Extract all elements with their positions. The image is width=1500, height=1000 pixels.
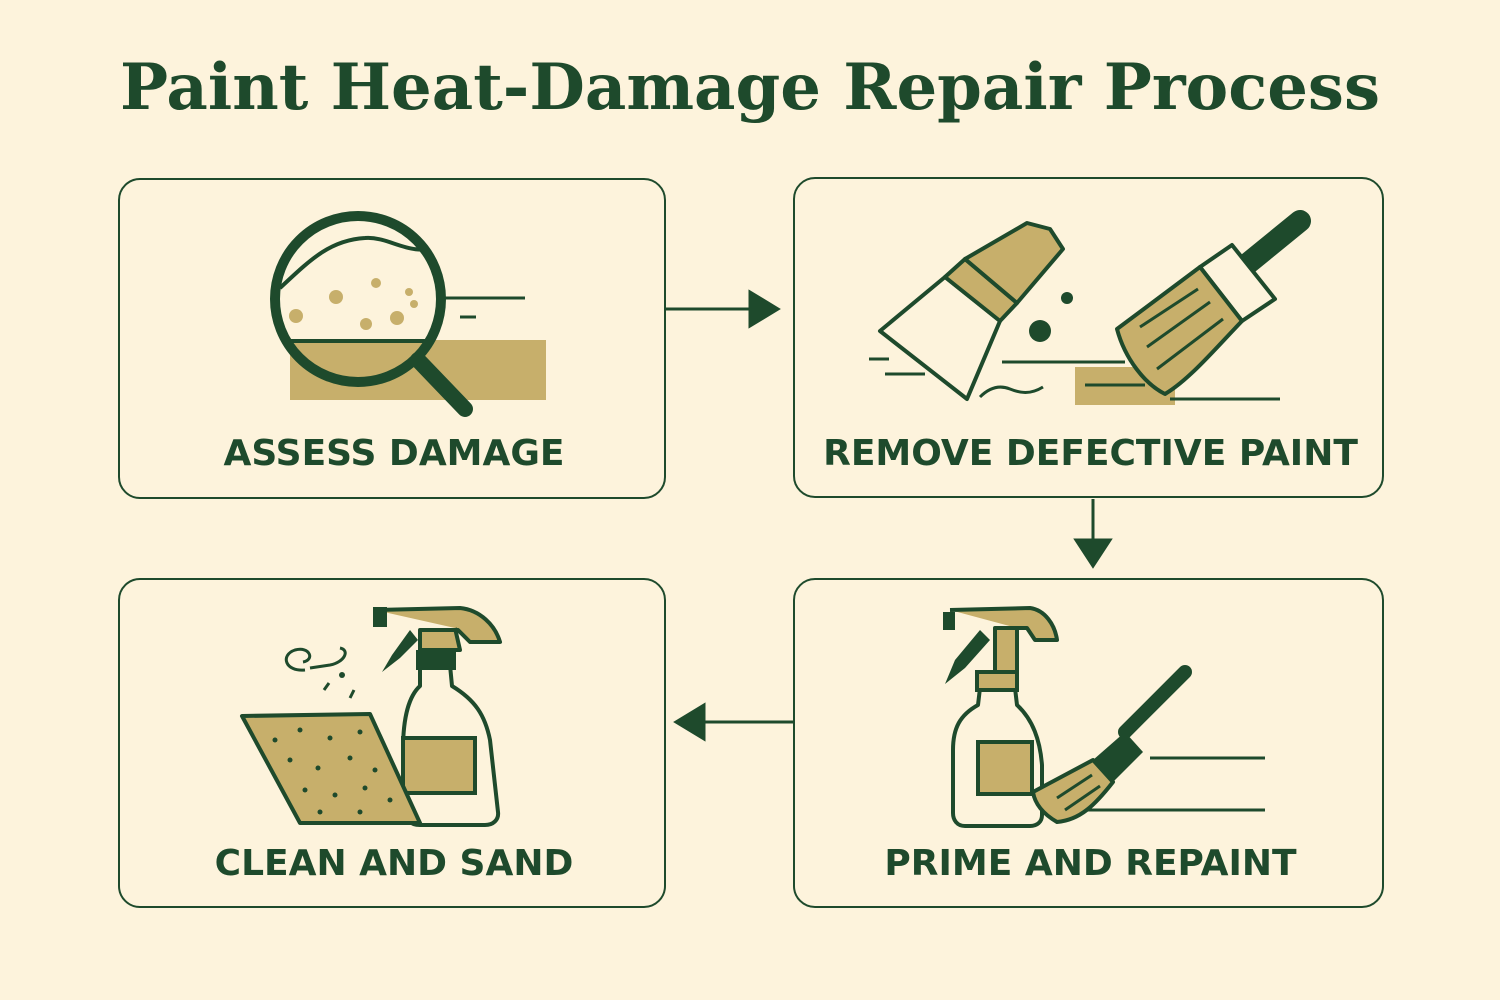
paintbrush-icon — [1115, 210, 1311, 396]
magnifier-damage-icon — [270, 211, 546, 417]
paintbrush-icon — [1031, 665, 1192, 824]
spray-brush-icon — [943, 606, 1265, 828]
spray-bottle-icon — [373, 606, 502, 827]
step-label: REMOVE DEFECTIVE PAINT — [823, 433, 1358, 474]
sandpaper-icon — [240, 712, 422, 825]
diagram-title: Paint Heat-Damage Repair Process — [120, 50, 1380, 125]
scraper-brush-icon — [869, 210, 1311, 405]
sandpaper-spray-icon — [240, 606, 502, 827]
step-card-clean-and-sand: CLEAN AND SAND — [118, 578, 666, 908]
step-label: ASSESS DAMAGE — [223, 433, 565, 474]
step-card-remove-defective-paint: REMOVE DEFECTIVE PAINT — [793, 177, 1384, 498]
step-card-prime-and-repaint: PRIME AND REPAINT — [793, 578, 1384, 908]
arrow-assess-to-remove — [666, 289, 781, 329]
arrow-remove-to-prime — [1073, 499, 1113, 569]
step-card-assess-damage: ASSESS DAMAGE — [118, 178, 666, 499]
arrow-prime-to-clean — [673, 702, 793, 742]
spray-bottle-icon — [943, 606, 1059, 828]
step-label: PRIME AND REPAINT — [884, 843, 1297, 884]
step-label: CLEAN AND SAND — [214, 843, 574, 884]
scraper-icon — [878, 221, 1065, 401]
